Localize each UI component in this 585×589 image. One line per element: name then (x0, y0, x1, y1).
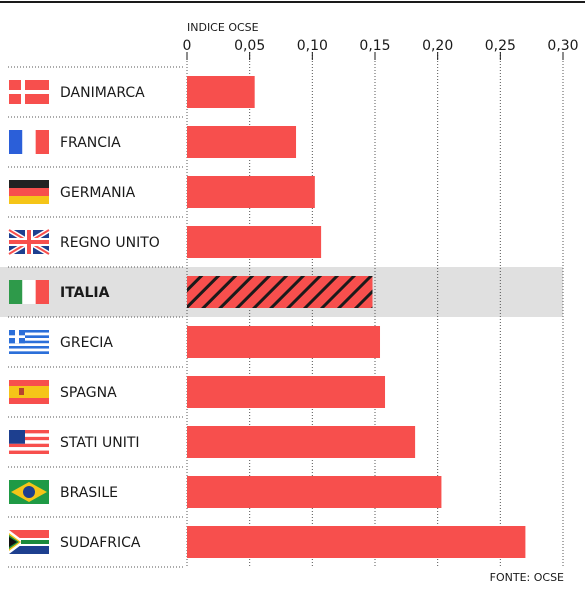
flag-denmark-icon (9, 80, 49, 104)
category-label: GRECIA (60, 335, 113, 351)
category-label: STATI UNITI (60, 435, 140, 451)
flag-france-icon (9, 130, 49, 154)
tick-label: 0,30 (547, 38, 578, 54)
flag-brazil-icon (9, 480, 49, 504)
bar (187, 476, 442, 508)
tick-label: 0,15 (359, 38, 390, 54)
category-label: REGNO UNITO (60, 235, 160, 251)
bar (187, 176, 315, 208)
flag-germany-icon (9, 180, 49, 204)
bar (187, 126, 297, 158)
category-label: FRANCIA (60, 135, 121, 151)
bar (187, 426, 416, 458)
bar (187, 376, 386, 408)
category-label: GERMANIA (60, 185, 136, 201)
category-label: SUDAFRICA (60, 535, 141, 551)
category-label: SPAGNA (60, 385, 117, 401)
tick-label: 0,20 (422, 38, 453, 54)
category-label: BRASILE (60, 485, 118, 501)
bar (187, 76, 255, 108)
tick-label: 0,10 (297, 38, 328, 54)
flag-italy-icon (9, 280, 49, 304)
tick-label: 0,05 (234, 38, 265, 54)
bar (187, 326, 381, 358)
tick-label: 0 (183, 38, 192, 54)
bar (187, 226, 322, 258)
tick-label: 0,25 (485, 38, 516, 54)
axis-title: INDICE OCSE (187, 21, 259, 34)
flag-south-africa-icon (9, 530, 49, 554)
category-label: DANIMARCA (60, 85, 145, 101)
bar (187, 526, 526, 558)
flag-uk-icon (7, 227, 51, 257)
flag-usa-icon (9, 430, 49, 454)
source-note: FONTE: OCSE (490, 571, 564, 584)
flag-spain-icon (9, 380, 49, 404)
bar (187, 276, 373, 308)
category-label: ITALIA (60, 285, 110, 301)
flag-greece-icon (9, 330, 49, 354)
